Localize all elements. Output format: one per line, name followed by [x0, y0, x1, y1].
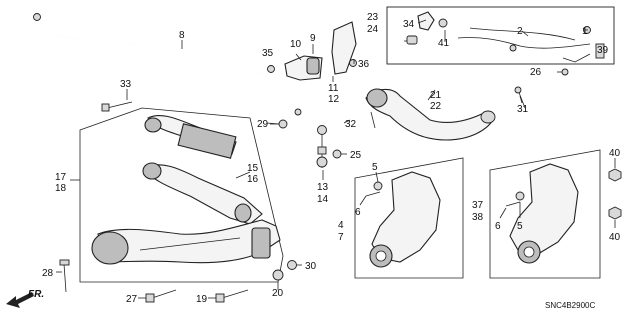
bolt-19 [215, 289, 249, 303]
callout-35: 35 [262, 48, 274, 59]
knuckle-box-right [489, 149, 601, 279]
callout-32: 32 [345, 119, 357, 130]
nut-20 [272, 269, 284, 281]
callout-10: 10 [290, 39, 302, 50]
callout-14: 14 [317, 194, 329, 205]
callout-19: 19 [196, 294, 208, 305]
callout-9: 9 [310, 33, 316, 44]
trailing-arm [91, 219, 281, 265]
lower-control-arm [142, 162, 263, 225]
lower-arm-box [79, 107, 284, 283]
callout-24: 24 [367, 24, 379, 35]
callout-5-right: 5 [517, 221, 523, 232]
callout-labels: 1 2 4 5 6 7 8 9 10 11 12 13 14 15 16 17 … [42, 12, 621, 310]
nut-30 [287, 260, 297, 270]
upper-arm [365, 88, 496, 141]
callout-11: 11 [328, 83, 339, 94]
leader-lines [56, 19, 616, 299]
nut-40 [608, 168, 622, 220]
callout-17: 17 [55, 172, 67, 183]
callout-7: 7 [338, 232, 344, 243]
callout-6: 6 [355, 207, 361, 218]
upper-rear-arm [144, 115, 237, 159]
callout-28: 28 [42, 268, 54, 279]
callout-25: 25 [350, 150, 362, 161]
callout-39: 39 [597, 45, 609, 56]
callout-40-lower: 40 [609, 232, 621, 243]
callout-40: 40 [609, 148, 621, 159]
bushing-25 [332, 149, 347, 159]
callout-22: 22 [430, 101, 442, 112]
stabilizer-link [316, 125, 328, 168]
callout-29: 29 [257, 119, 269, 130]
callout-37: 37 [472, 200, 484, 211]
direction-marker: FR. [28, 289, 44, 300]
bolt-31 [514, 86, 526, 109]
callout-8: 8 [179, 30, 185, 41]
nut-29 [266, 119, 288, 129]
bolt-27 [145, 289, 177, 303]
callout-15: 15 [247, 163, 259, 174]
stabilizer-bar [33, 13, 302, 116]
callout-23: 23 [367, 12, 379, 23]
callout-33: 33 [120, 79, 132, 90]
callout-30: 30 [305, 261, 317, 272]
callout-5: 5 [372, 162, 378, 173]
callout-38: 38 [472, 212, 484, 223]
callout-27: 27 [126, 294, 138, 305]
callout-26: 26 [530, 67, 542, 78]
callout-34: 34 [403, 19, 415, 30]
callout-12: 12 [328, 94, 340, 105]
sensor-assembly-box [386, 6, 615, 76]
callout-2: 2 [517, 26, 523, 37]
callout-20: 20 [272, 288, 284, 299]
bolt-33 [101, 101, 133, 112]
callout-36: 36 [358, 59, 370, 70]
front-direction-arrow: FR. [6, 289, 44, 308]
callout-1: 1 [582, 26, 588, 37]
stabilizer-bushing-bracket [267, 21, 357, 81]
callout-13: 13 [317, 182, 329, 193]
diagram-code: SNC4B2900C [545, 301, 595, 310]
callout-18: 18 [55, 183, 67, 194]
bolt-28 [59, 259, 70, 293]
callout-21: 21 [430, 90, 442, 101]
callout-31: 31 [517, 104, 529, 115]
knuckle-box-left [354, 157, 464, 279]
callout-16: 16 [247, 174, 259, 185]
callout-41: 41 [438, 38, 450, 49]
callout-6-right: 6 [495, 221, 501, 232]
callout-4: 4 [338, 220, 344, 231]
